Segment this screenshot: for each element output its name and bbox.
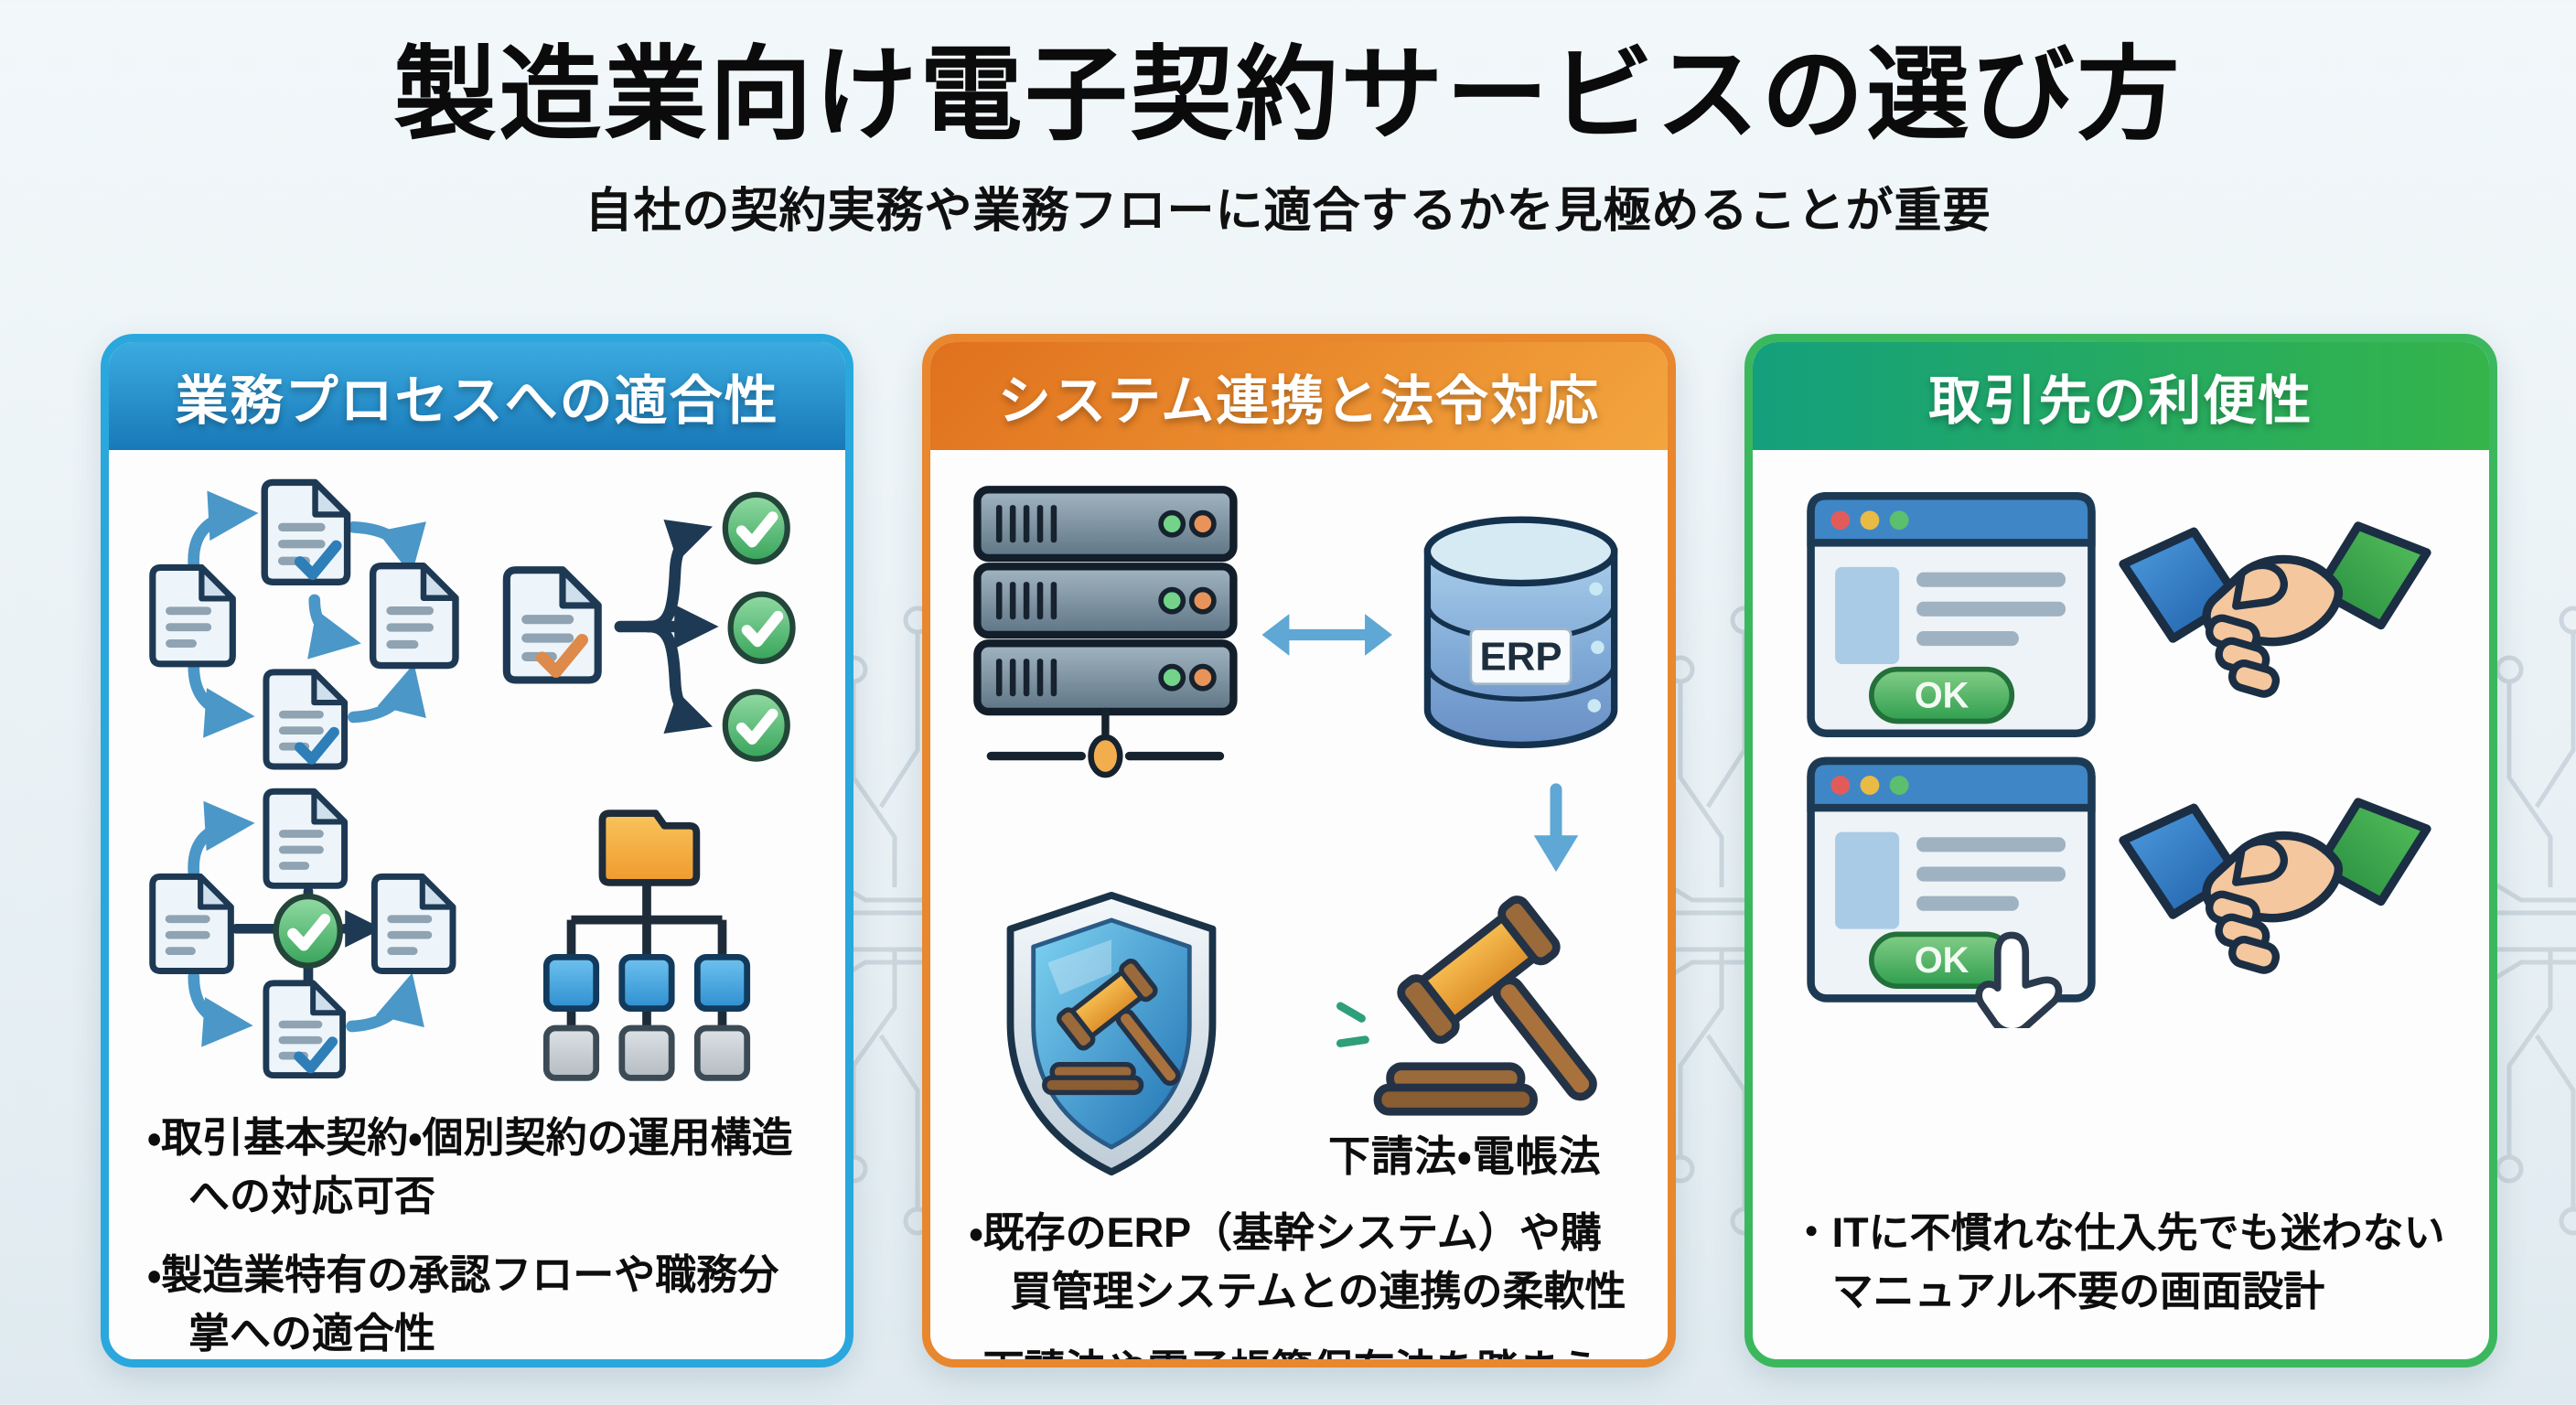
card-partner-usability: 取引先の利便性 OK: [1744, 334, 2497, 1367]
card-system-legal: システム連携と法令対応: [922, 334, 1676, 1367]
card-process-fit-body: ・取引基本契約・個別契約の運用構造への対応可否 ・製造業特有の承認フローや職務分…: [109, 450, 845, 1359]
law-gavel-group: 下請法・電帳法: [1328, 887, 1602, 1184]
page-header: 製造業向け電子契約サービスの選び方 自社の契約実務や業務フローに適合するかを見極…: [0, 31, 2576, 241]
folder-hierarchy-icon: [542, 810, 751, 1081]
bullet-item: ・製造業特有の承認フローや職務分掌への適合性: [147, 1250, 779, 1357]
handshake-icon: [2112, 505, 2438, 724]
approval-branch-icon: [487, 476, 807, 778]
law-label: 下請法・電帳法: [1328, 1132, 1602, 1180]
document-workflow-icon: [147, 476, 467, 778]
card-process-fit-header: 業務プロセスへの適合性: [109, 342, 846, 450]
card-system-legal-header: システム連携と法令対応: [930, 342, 1668, 450]
process-icon-grid: [147, 476, 807, 1089]
browser-ok-icon: OK: [1806, 491, 2096, 738]
card-process-fit: 業務プロセスへの適合性: [101, 334, 854, 1367]
bullet-item: ・取引基本契約・個別契約の運用構造への対応可否: [147, 1114, 793, 1219]
cards-container: 業務プロセスへの適合性: [101, 334, 2497, 1367]
system-integration-row: ERP: [969, 481, 1628, 788]
process-fit-bullets: ・取引基本契約・個別契約の運用構造への対応可否 ・製造業特有の承認フローや職務分…: [147, 1089, 807, 1359]
legal-shield-icon: [1006, 891, 1217, 1176]
bullet-item: ・既存のERP（基幹システム）や購買管理システムとの連携の柔軟性: [969, 1209, 1626, 1314]
page-subtitle: 自社の契約実務や業務フローに適合するかを見極めることが重要: [585, 185, 1991, 238]
server-rack-icon: [973, 486, 1238, 778]
system-legal-bullets: ・既存のERP（基幹システム）や購買管理システムとの連携の柔軟性 ・下請法や電子…: [969, 1184, 1628, 1359]
usability-row-2: OK: [1791, 754, 2451, 1028]
partner-usability-bullets: ・ITに不慣れな仕入先でも迷わないマニュアル不要の画面設計: [1791, 1184, 2451, 1321]
card-system-legal-body: ERP: [930, 450, 1667, 1359]
ok-button-label: OK: [1914, 940, 1969, 981]
sync-arrows-icon: [1261, 614, 1393, 656]
card-partner-usability-body: OK OK: [1753, 450, 2489, 1359]
bullet-item: ・下請法や電子帳簿保存法を踏まえた法令対応水準: [969, 1341, 1628, 1359]
down-arrow-icon: [1534, 783, 1579, 873]
ok-button-label: OK: [1914, 675, 1969, 715]
usability-row-1: OK: [1791, 488, 2451, 741]
bullet-item: ・ITに不慣れな仕入先でも迷わないマニュアル不要の画面設計: [1790, 1209, 2445, 1315]
card-partner-usability-header: 取引先の利便性: [1752, 342, 2489, 450]
legal-row: 下請法・電帳法: [969, 887, 1628, 1184]
workflow-approved-icon: [147, 787, 467, 1089]
page-title: 製造業向け電子契約サービスの選び方: [393, 38, 2183, 152]
gavel-icon: [1336, 887, 1598, 1118]
erp-database-icon: ERP: [1423, 516, 1617, 749]
browser-ok-click-icon: OK: [1806, 756, 2096, 1028]
erp-label: ERP: [1479, 634, 1562, 679]
handshake-icon: [2112, 781, 2438, 1001]
erp-to-law-connector: [969, 783, 1628, 887]
